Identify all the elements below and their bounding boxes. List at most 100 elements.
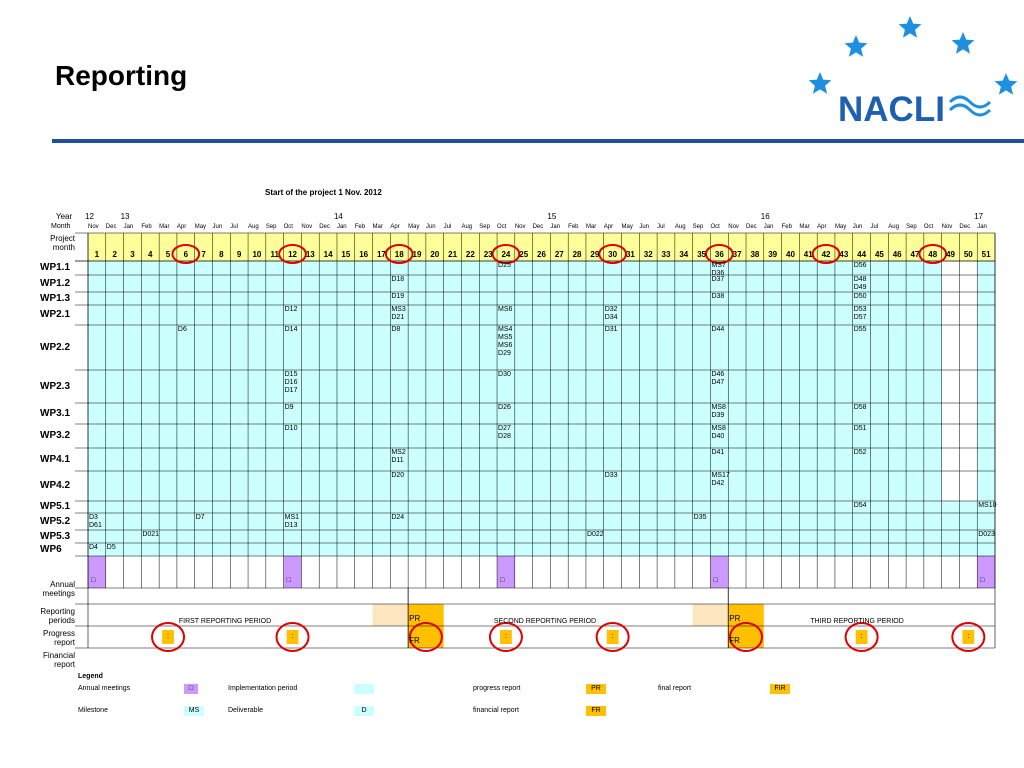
annual-meeting-mark: □ [713,577,718,584]
highlight-circle [951,622,986,652]
legend-annual-meetings: Annual meetings [78,685,131,692]
month-label: Jun [639,224,649,230]
year-label-15: 15 [547,212,557,221]
deliverable-entry: D023 [978,531,995,538]
month-label: Sep [265,224,277,230]
project-month-31: 31 [625,250,635,259]
project-month-20: 20 [430,250,440,259]
deliverable-entry: MS3 D21 [391,306,406,321]
title-rule [52,139,1024,143]
financial-marker [286,630,299,644]
deliverable-entry: D022 [586,531,604,538]
deliverable-entry: D9 [284,404,294,411]
deliverable-entry: D7 [195,514,205,521]
deliverable-entry: D53 D57 [853,306,867,321]
deliverable-entry: MS6 [498,306,513,313]
wp-label-wp3.1: WP3.1 [40,407,71,419]
deliverable-entry: D15 D16 D17 [284,371,298,394]
financial-marker-text: : [967,633,970,640]
deliverable-entry: D56 [853,262,867,269]
month-label: Feb [568,224,579,230]
star-icon [898,16,922,38]
project-month-label: Project month [50,234,75,252]
project-month-5: 5 [165,250,171,259]
project-month-13: 13 [305,250,315,259]
month-label: Jun [425,224,436,230]
project-month-11: 11 [270,250,279,259]
deliverable-entry: D25 [498,262,511,269]
deliverable-entry: D3 D61 [89,514,102,529]
highlight-circle [171,244,201,264]
deliverable-entry: MS7 D36 [711,262,726,277]
month-label: Feb [141,224,152,230]
month-label: Dec [746,224,757,230]
month-label: Jul [870,224,879,230]
month-label: Mar [799,224,810,230]
legend-financial-swatch: FR [586,706,606,716]
project-month-27: 27 [554,250,564,259]
month-label: Nov [514,224,526,230]
month-label: Jul [657,224,665,230]
wp-label-wp2.3: WP2.3 [40,380,71,392]
legend-deliverable-swatch: D [354,706,374,716]
project-month-38: 38 [750,250,760,259]
wp-label-wp4.1: WP4.1 [40,453,71,465]
project-month-25: 25 [519,250,529,259]
annual-meetings-label: Annual meetings [42,580,75,598]
annual-meeting-mark: □ [286,577,291,584]
legend-implementation-period: Implementation period [228,685,298,692]
deliverable-entry: D58 [853,404,867,411]
project-month-36: 36 [714,250,724,259]
fr-label: FR [729,636,740,645]
project-month-33: 33 [661,250,671,259]
deliverable-entry: D41 [711,449,725,456]
deliverable-entry: D31 [604,326,618,333]
project-month-3: 3 [130,250,135,259]
project-month-19: 19 [412,250,422,259]
deliverable-entry: D55 [853,326,867,333]
deliverable-entry: D52 [853,449,867,456]
year-label-17: 17 [974,212,984,221]
deliverable-entry: D51 [853,425,867,432]
legend-final-report: final report [658,685,692,692]
month-label: Dec [959,224,971,230]
project-month-39: 39 [768,250,778,259]
month-label: Month [51,223,71,230]
fr-label: FR [409,636,420,645]
month-label: Apr [390,224,400,230]
deliverable-entry: D021 [142,531,160,538]
month-label: Nov [941,224,953,230]
deliverable-entry: D20 [391,472,405,479]
deliverable-entry: D27 D28 [498,425,511,440]
deliverable-entry: D8 [391,326,401,333]
year-label-16: 16 [760,212,770,221]
deliverable-entry: MS8 D39 [711,404,726,419]
month-label: Aug [674,224,686,230]
highlight-circle [278,244,307,264]
project-month-6: 6 [183,250,189,259]
deliverable-entry: MS10 [978,502,997,509]
wp-label-wp1.2: WP1.2 [40,277,71,289]
highlight-circle [598,244,627,264]
project-month-29: 29 [590,250,600,259]
wp-label-wp2.1: WP2.1 [40,309,71,320]
project-month-49: 49 [946,250,955,259]
deliverable-entry: D14 [284,326,298,333]
legend-financial-report: financial report [473,707,519,714]
month-label: Nov [88,224,99,230]
project-month-41: 41 [803,250,813,259]
progress-report-block [408,604,444,626]
deliverable-entry: D32 D34 [604,306,618,321]
pr-label: PR [729,614,741,623]
month-label: Jan [977,224,987,230]
deliverable-entry: D30 [498,371,511,378]
month-label: Jan [763,224,774,230]
deliverable-entry: D18 [391,276,405,283]
month-label: Oct [710,224,720,230]
financial-marker [962,630,975,644]
deliverable-entry: D33 [604,472,618,479]
financial-marker-text: : [167,633,169,640]
annual-meeting-mark: □ [980,577,985,584]
project-month-50: 50 [963,250,973,259]
